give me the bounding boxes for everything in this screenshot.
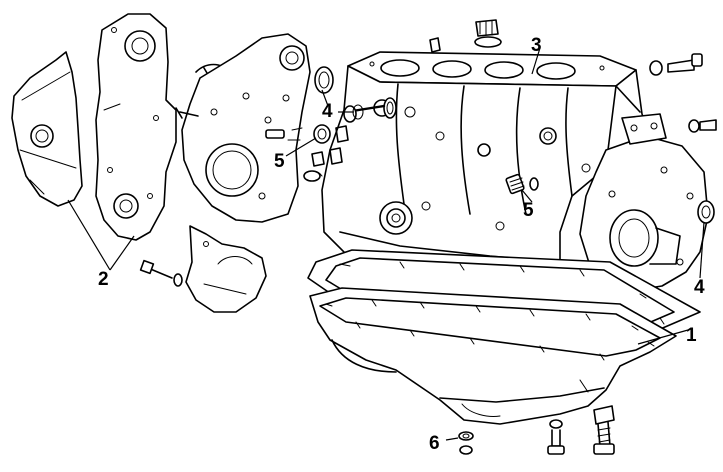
oil-seal-right [697, 200, 715, 224]
callout-oil-seal-right: 4 [694, 277, 705, 298]
cover-bolt [139, 259, 183, 287]
callout-plug-left: 5 [274, 151, 285, 172]
cylinder-block [321, 51, 709, 295]
plug-left [303, 124, 331, 182]
plug-center [505, 173, 539, 195]
drain-plug [458, 431, 474, 455]
leader-lines [67, 47, 705, 441]
oil-seal-left [314, 66, 397, 123]
callout-timing-covers: 2 [98, 269, 109, 290]
oil-pan [309, 287, 677, 425]
callout-oil-pan: 1 [686, 325, 697, 346]
plate-bolt [175, 107, 199, 119]
oil-filler-cap [474, 19, 502, 48]
inner-timing-cover [95, 13, 177, 241]
outer-timing-cover [11, 51, 83, 207]
lower-timing-cover [185, 225, 267, 313]
callout-cylinder-block: 3 [531, 35, 542, 56]
callout-plug-center: 5 [523, 200, 534, 221]
top-stud [429, 37, 441, 53]
callout-oil-seal-upper: 4 [322, 101, 333, 122]
callout-drain-plug: 6 [429, 433, 440, 454]
upper-right-bolts [649, 53, 717, 133]
engine-front-plate [181, 33, 311, 223]
oil-pan-bolts [547, 405, 615, 455]
